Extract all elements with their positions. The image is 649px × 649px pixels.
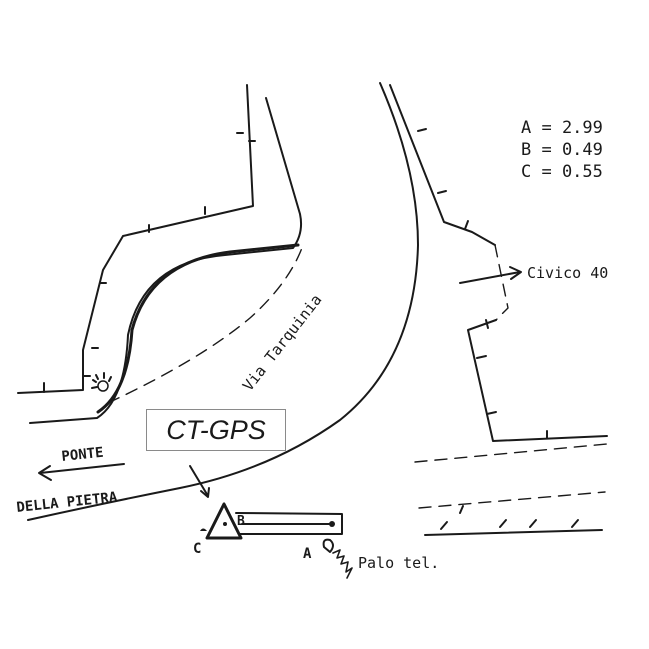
measurement-c: C = 0.55 — [521, 162, 603, 182]
civico-arrow — [459, 266, 522, 284]
right-building-lower — [467, 319, 608, 442]
point-a-label: A — [303, 546, 312, 562]
measurement-b: B = 0.49 — [521, 140, 603, 160]
lane-solid — [424, 529, 603, 536]
station-label: CT-GPS — [166, 414, 266, 445]
point-c-label: C — [193, 541, 201, 557]
ponte-label-line1: PONTE — [61, 445, 105, 465]
lane-dashed-1 — [414, 443, 608, 463]
right-building-outline — [389, 84, 496, 246]
left-curb — [96, 243, 300, 414]
ponte-arrow-icon — [38, 463, 125, 481]
curb-ticks — [43, 128, 579, 530]
station-label-box: CT-GPS — [146, 409, 286, 451]
ctgps-pointer-arrow — [189, 465, 210, 498]
lamp-icon — [91, 372, 112, 392]
point-b-label: B — [237, 514, 245, 529]
civico-dashed-wall — [494, 244, 509, 321]
measurement-a: A = 2.99 — [521, 118, 603, 138]
dashed-road-line — [107, 244, 304, 404]
left-building-outline — [17, 84, 254, 394]
main-road-curve — [27, 82, 419, 521]
street-label: Via Tarquinia — [239, 291, 325, 395]
measure-bar — [235, 512, 343, 535]
station-triangle-icon — [200, 502, 243, 540]
civico-label: Civico 40 — [527, 264, 608, 282]
lane-dashed-2 — [418, 491, 606, 509]
pole-label: Palo tel. — [358, 554, 439, 572]
phone-pole-icon — [322, 538, 353, 579]
